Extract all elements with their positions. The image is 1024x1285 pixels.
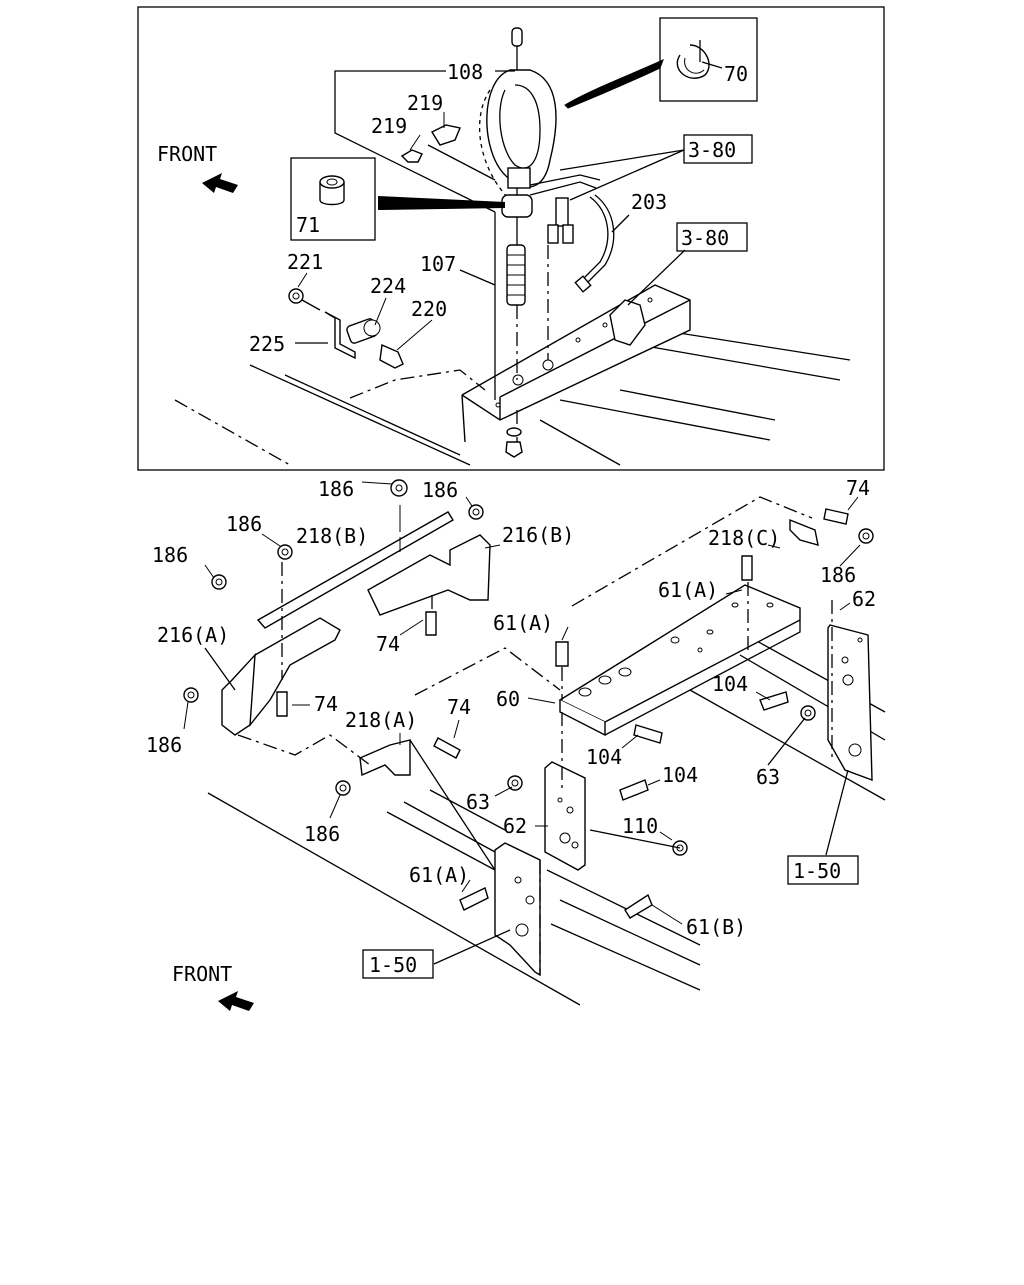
bracket-218a xyxy=(359,739,411,777)
callout-186-b: 186 xyxy=(422,478,458,502)
bracket-216b xyxy=(367,534,491,616)
nuts xyxy=(183,479,874,856)
bracket-62-center xyxy=(544,761,586,871)
callout-203: 203 xyxy=(631,190,667,214)
callout-62-right: 62 xyxy=(852,587,876,611)
callout-3-80-a: 3-80 xyxy=(688,138,736,162)
callout-74-c: 74 xyxy=(314,692,338,716)
callout-62-center: 62 xyxy=(503,814,527,838)
callout-61a-b: 61(A) xyxy=(493,611,553,635)
top-view-frame xyxy=(137,6,885,471)
top-view-panel: FRONT 108 219 219 70 3-80 3-80 203 71 10… xyxy=(137,6,885,471)
callout-186-c: 186 xyxy=(226,512,262,536)
callout-3-80-b: 3-80 xyxy=(681,226,729,250)
callout-218a: 218(A) xyxy=(345,708,417,732)
ref-box-1-50-b xyxy=(787,855,859,885)
callout-61b: 61(B) xyxy=(686,915,746,939)
callout-70: 70 xyxy=(724,62,748,86)
callout-71: 71 xyxy=(296,213,320,237)
front-arrow-icon-bottom xyxy=(218,991,254,1011)
callout-1-50-b: 1-50 xyxy=(793,859,841,883)
callout-104-c: 104 xyxy=(662,763,698,787)
callout-186-a: 186 xyxy=(318,477,354,501)
bracket-225 xyxy=(288,288,486,399)
frame-bracket-lower xyxy=(494,842,541,977)
callout-186-g: 186 xyxy=(820,563,856,587)
callout-220: 220 xyxy=(411,297,447,321)
clips-219 xyxy=(400,124,496,181)
callout-218c: 218(C) xyxy=(708,526,780,550)
cross-member-60 xyxy=(558,584,801,723)
callout-74-b: 74 xyxy=(376,632,400,656)
detail-box-70 xyxy=(659,17,758,102)
callout-104-a: 104 xyxy=(712,672,748,696)
callout-1-50-a: 1-50 xyxy=(369,953,417,977)
front-label-bottom: FRONT xyxy=(172,962,232,986)
callout-63-right: 63 xyxy=(756,765,780,789)
ref-box-3-80-b xyxy=(676,222,748,252)
callout-221: 221 xyxy=(287,250,323,274)
bracket-218c xyxy=(789,518,819,546)
bottom-view: FRONT 186 186 186 186 186 186 186 218(B)… xyxy=(146,476,886,1011)
front-arrow-icon xyxy=(202,173,238,193)
shift-cables xyxy=(529,174,646,360)
callout-110: 110 xyxy=(622,814,658,838)
callout-186-d: 186 xyxy=(152,543,188,567)
callout-74-d: 74 xyxy=(447,695,471,719)
bar-218b xyxy=(256,511,454,629)
callout-186-f: 186 xyxy=(304,822,340,846)
leader-lines xyxy=(183,481,861,965)
callout-61a-c: 61(A) xyxy=(409,863,469,887)
front-label-top: FRONT xyxy=(157,142,217,166)
bracket-62-right xyxy=(827,624,873,782)
ref-box-1-50-a xyxy=(362,949,434,979)
ref-box-3-80-a xyxy=(683,134,753,164)
callout-60: 60 xyxy=(496,687,520,711)
callout-74-a: 74 xyxy=(846,476,870,500)
callout-216b: 216(B) xyxy=(502,523,574,547)
callout-63-center: 63 xyxy=(466,790,490,814)
shift-lever xyxy=(478,27,557,458)
callout-218b: 218(B) xyxy=(296,524,368,548)
detail-box-71 xyxy=(290,157,376,241)
callout-104-b: 104 xyxy=(586,745,622,769)
callout-108: 108 xyxy=(447,60,483,84)
callout-61a-a: 61(A) xyxy=(658,578,718,602)
callout-219-b: 219 xyxy=(371,114,407,138)
callout-219-a: 219 xyxy=(407,91,443,115)
assembly-lines xyxy=(237,496,833,975)
bolts xyxy=(276,508,849,919)
callout-107: 107 xyxy=(420,252,456,276)
callout-216a: 216(A) xyxy=(157,623,229,647)
callout-186-e: 186 xyxy=(146,733,182,757)
callout-224: 224 xyxy=(370,274,406,298)
callout-225: 225 xyxy=(249,332,285,356)
